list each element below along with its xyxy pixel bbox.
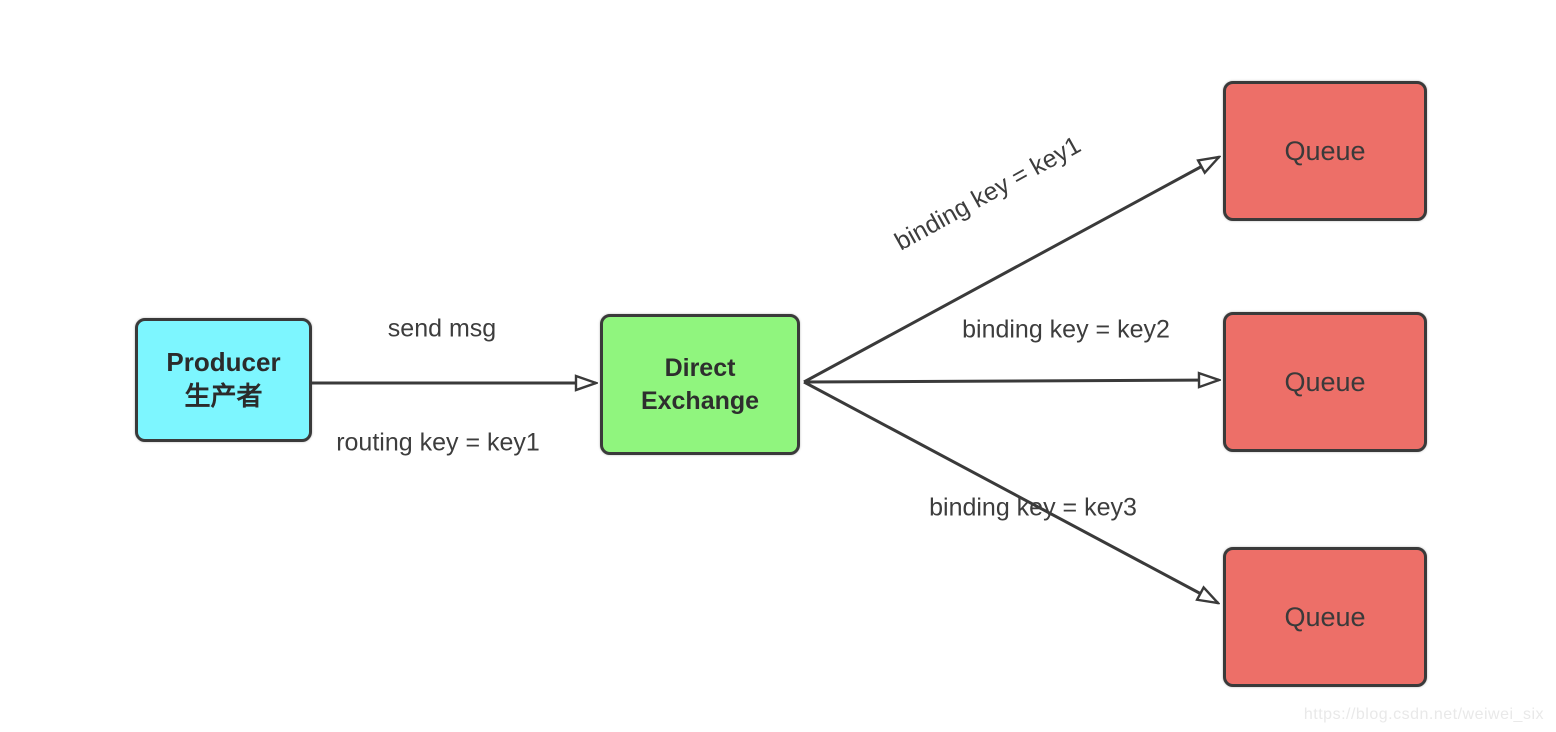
watermark-url: https://blog.csdn.net/weiwei_six [1303,706,1544,723]
producer-label-zh: 生产者 [184,381,263,411]
send-msg-label: send msg [387,314,497,343]
binding-key3-label: binding key = key3 [929,493,1137,522]
exchange-label-line1: Direct [664,354,736,382]
direct-exchange-node: Direct Exchange [600,314,800,455]
queue-node-2: Queue [1223,312,1427,452]
queue-3-label: Queue [1284,601,1366,632]
queue-2-label: Queue [1284,366,1366,397]
queue-node-1: Queue [1223,81,1427,221]
producer-node: Producer 生产者 [135,318,312,442]
edge-exchange-to-queue1 [803,157,1219,384]
routing-key-label: routing key = key1 [336,428,540,457]
queue-node-3: Queue [1223,547,1427,687]
edge-exchange-to-queue3 [803,380,1218,603]
queue-1-label: Queue [1284,135,1366,166]
binding-key2-label: binding key = key2 [962,315,1170,344]
edge-exchange-to-queue2 [803,380,1219,382]
producer-label-en: Producer [166,347,281,378]
exchange-label-line2: Exchange [640,386,760,415]
